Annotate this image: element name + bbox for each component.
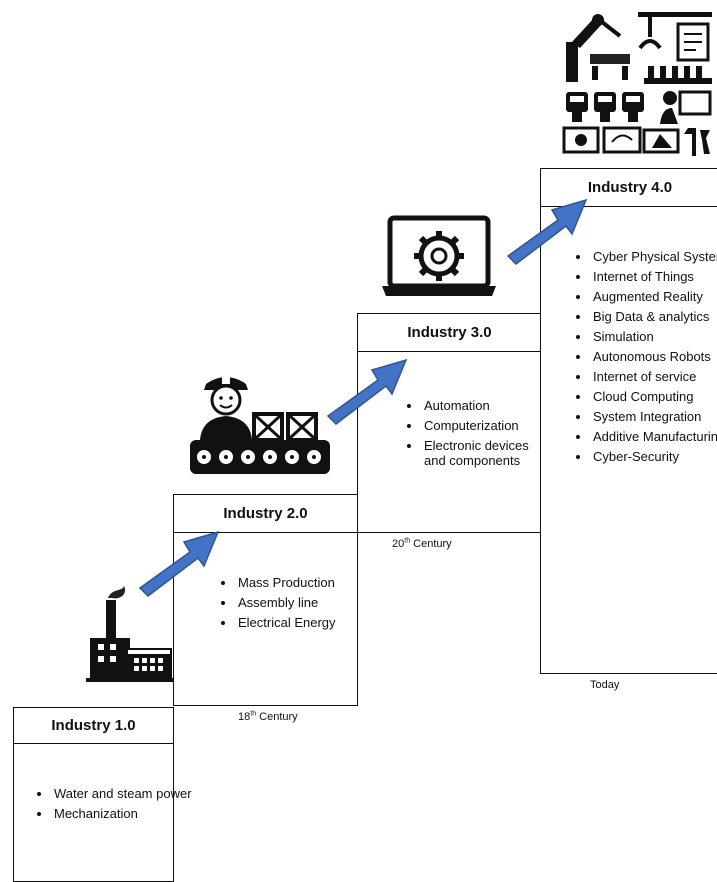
list-item: Big Data & analytics	[591, 309, 717, 324]
list-item: Electronic devices and components	[422, 438, 552, 468]
arrow-icon	[326, 358, 408, 425]
list-item: Autonomous Robots	[591, 349, 717, 364]
arrow-icon	[138, 530, 220, 597]
list-item: Mass Production	[236, 575, 376, 590]
stage-items: Cyber Physical System Internet of Things…	[569, 249, 717, 469]
list-item: Automation	[422, 398, 552, 413]
stage-items: Mass Production Assembly line Electrical…	[214, 575, 376, 635]
stage-title: Industry 2.0	[174, 495, 357, 533]
list-item: System Integration	[591, 409, 717, 424]
stage-industry-4: Industry 4.0 Cyber Physical System Inter…	[540, 168, 717, 674]
stage-items: Water and steam power Mechanization	[30, 786, 192, 826]
list-item: Augmented Reality	[591, 289, 717, 304]
list-item: Mechanization	[52, 806, 192, 821]
era-label-industry-4: Today	[590, 679, 620, 691]
list-item: Computerization	[422, 418, 552, 433]
list-item: Assembly line	[236, 595, 376, 610]
stage-industry-3: Industry 3.0 Automation Computerization …	[357, 313, 542, 533]
list-item: Internet of service	[591, 369, 717, 384]
list-item: Simulation	[591, 329, 717, 344]
list-item: Internet of Things	[591, 269, 717, 284]
list-item: Electrical Energy	[236, 615, 376, 630]
stage-title: Industry 4.0	[541, 169, 717, 207]
robotics-automation-icon	[562, 12, 712, 156]
era-label-industry-3: 20th Century	[392, 537, 452, 550]
laptop-gear-icon	[382, 215, 496, 296]
stage-title: Industry 3.0	[358, 314, 541, 352]
list-item: Additive Manufacturing	[591, 429, 717, 444]
worker-conveyor-icon	[190, 374, 330, 474]
factory-icon	[86, 586, 174, 682]
list-item: Cloud Computing	[591, 389, 717, 404]
era-label-industry-2: 18th Century	[238, 710, 298, 723]
list-item: Cyber Physical System	[591, 249, 717, 264]
stage-industry-1: Industry 1.0 Water and steam power Mecha…	[13, 707, 192, 882]
list-item: Cyber-Security	[591, 449, 717, 464]
stage-items: Automation Computerization Electronic de…	[400, 398, 552, 473]
stage-title: Industry 1.0	[14, 708, 173, 744]
stage-industry-2: Industry 2.0 Mass Production Assembly li…	[173, 494, 358, 706]
list-item: Water and steam power	[52, 786, 192, 801]
arrow-icon	[506, 198, 588, 265]
